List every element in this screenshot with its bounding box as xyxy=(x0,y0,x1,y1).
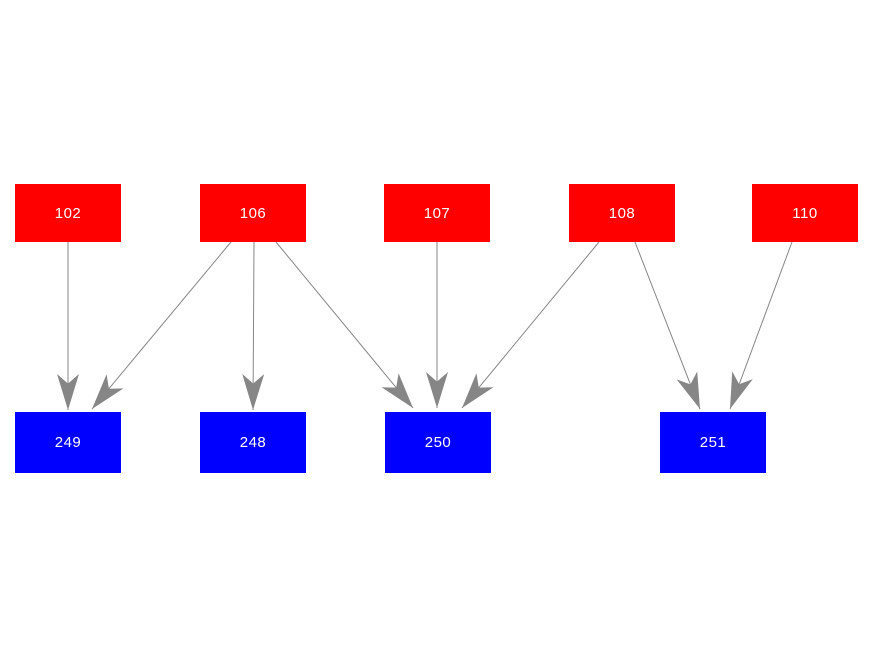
node-102: 102 xyxy=(15,184,121,242)
edge-106-248 xyxy=(242,241,265,411)
edge-108-251 xyxy=(634,241,701,410)
node-110: 110 xyxy=(752,184,858,242)
edge-106-250 xyxy=(275,241,414,409)
node-107: 107 xyxy=(384,184,490,242)
node-251: 251 xyxy=(660,412,766,473)
node-248: 248 xyxy=(200,412,306,473)
edge-106-249 xyxy=(91,241,232,410)
node-106: 106 xyxy=(200,184,306,242)
edge-108-250 xyxy=(461,241,600,409)
node-108: 108 xyxy=(569,184,675,242)
node-249: 249 xyxy=(15,412,121,473)
node-250: 250 xyxy=(385,412,491,473)
edge-110-251 xyxy=(729,241,793,410)
